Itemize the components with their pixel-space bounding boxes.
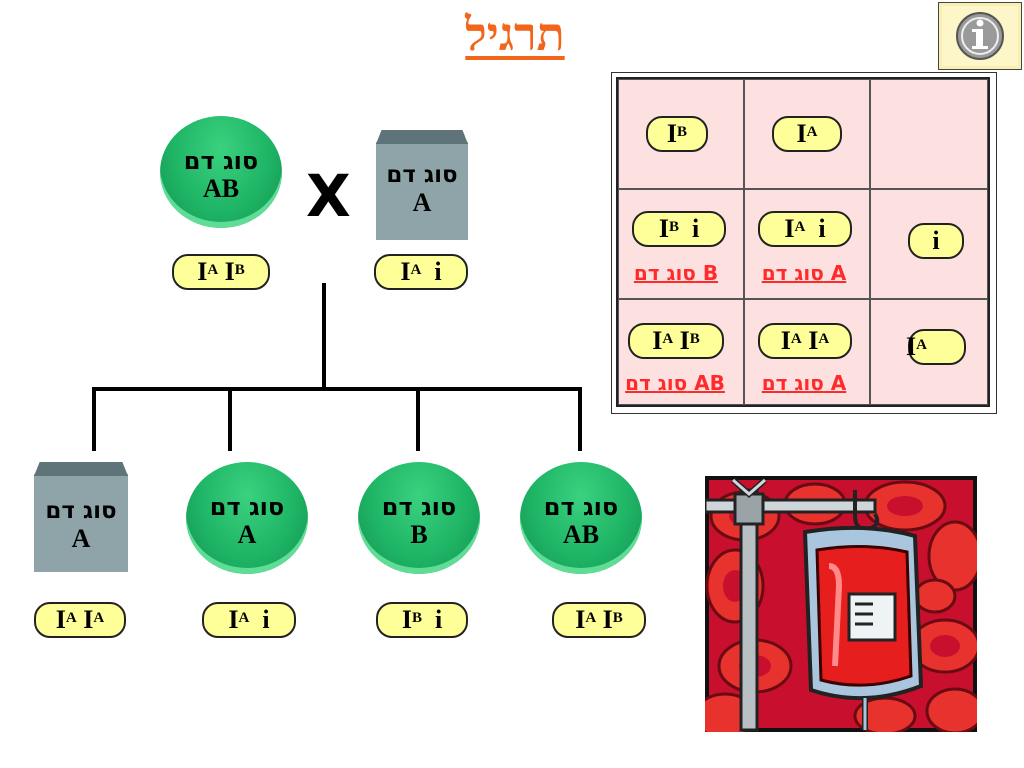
child-genotype-2: IA i [202,602,296,638]
blood-type-value: AB [562,520,600,549]
parent-ab-circle: סוג דם AB [160,116,282,228]
child-circle-2: סוג דם A [186,462,308,574]
blood-type-value: A [237,520,257,549]
punnett-side-gamete-2: IA [906,329,966,365]
punnett-offspring-genotype-2: IA i [758,211,852,247]
punnett-cell [870,189,988,299]
blood-type-value: A [71,524,91,553]
blood-type-word: סוג דם [183,147,259,175]
punnett-cell [618,79,744,189]
parent-a-genotype: IA i [374,254,468,290]
page-title: תרגיל [465,9,565,60]
blood-transfusion-bag-image [693,476,985,740]
punnett-cell [744,189,870,299]
child-genotype-1: IA IA [34,602,126,638]
tree-bar-line [92,387,582,391]
blood-type-word: סוג דם [543,493,619,521]
punnett-square: IB IA i IA IB i סוג דם B IA i סוג דם A I… [611,72,997,414]
child-genotype-4: IA IB [552,602,646,638]
tree-branch-line [578,387,582,451]
blood-type-value: B [410,520,428,549]
tree-branch-line [228,387,232,451]
blood-type-value: A [412,188,432,217]
punnett-offspring-label-4: סוג דם A [761,371,847,395]
info-icon [956,12,1004,60]
child-genotype-3: IB i [376,602,468,638]
punnett-cell [618,299,744,405]
blood-type-word: סוג דם [381,493,457,521]
punnett-top-gamete-2: IA [772,116,842,152]
tree-branch-line [416,387,420,451]
punnett-offspring-genotype-4: IA IA [758,323,852,359]
child-box-1: סוג דם A [34,462,128,572]
punnett-offspring-genotype-1: IB i [632,211,726,247]
punnett-cell [870,299,988,405]
parent-a-box: סוג דם A [376,130,468,240]
cross-symbol: X [306,162,351,230]
parent-ab-genotype: IA IB [172,254,270,290]
blood-type-word: סוג דם [45,498,117,524]
punnett-cell [744,299,870,405]
blood-type-word: סוג דם [209,493,285,521]
tree-branch-line [92,387,96,451]
punnett-cell [744,79,870,189]
punnett-side-gamete-1: i [908,223,964,259]
child-circle-4: סוג דם AB [520,462,642,574]
punnett-cell [618,189,744,299]
punnett-offspring-genotype-3: IA IB [628,323,724,359]
info-button[interactable] [938,2,1022,70]
tree-trunk-line [322,283,326,389]
child-circle-3: סוג דם B [358,462,480,574]
punnett-offspring-label-1: סוג דם B [633,261,719,285]
punnett-offspring-label-3: סוג דם AB [625,371,725,395]
blood-type-value: AB [202,174,240,203]
punnett-cell [870,79,988,189]
punnett-offspring-label-2: סוג דם A [761,261,847,285]
blood-type-word: סוג דם [386,162,458,188]
punnett-top-gamete-1: IB [646,116,708,152]
